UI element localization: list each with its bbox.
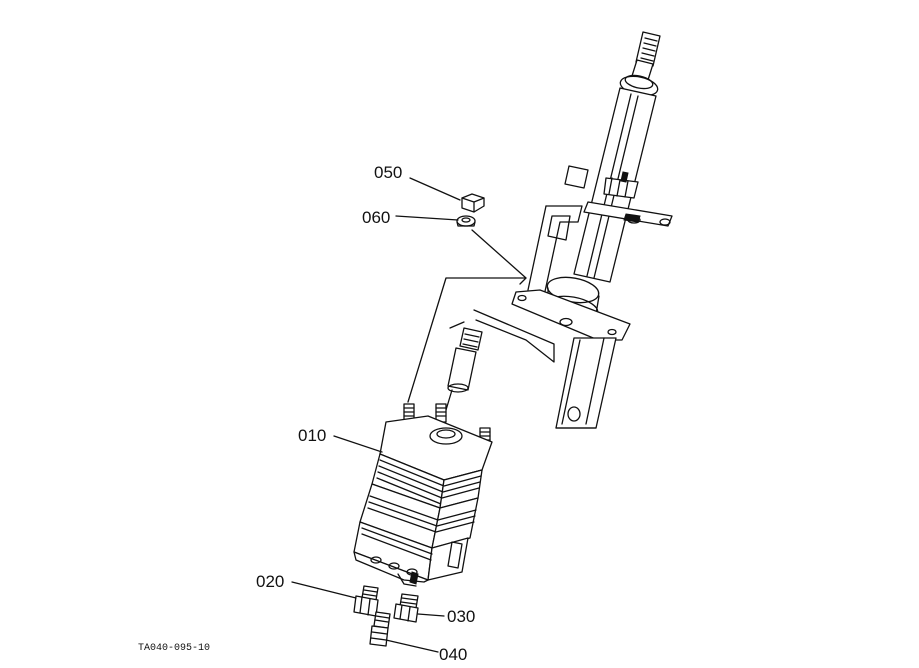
column-top-spline <box>631 31 661 81</box>
part-label-060: 060 <box>362 208 390 227</box>
leader-060 <box>395 215 459 221</box>
washer-060 <box>456 215 476 227</box>
drawing-reference-code: TA040-095-10 <box>138 643 210 654</box>
column-mount-bracket <box>511 205 631 429</box>
part-label-010: 010 <box>298 426 326 445</box>
part-label-020: 020 <box>256 572 284 591</box>
coupling-shaft <box>445 327 483 411</box>
fitting-030 <box>393 593 419 623</box>
fitting-040 <box>369 611 391 647</box>
part-label-040: 040 <box>439 645 467 664</box>
steering-unit-010 <box>353 403 493 587</box>
leader-030 <box>417 613 445 617</box>
leader-010 <box>333 435 383 453</box>
assembly-guide-lines <box>407 229 555 403</box>
leader-050 <box>409 177 461 201</box>
nut-050 <box>461 193 485 213</box>
leader-020 <box>291 581 357 599</box>
part-label-050: 050 <box>374 163 402 182</box>
fitting-020 <box>353 585 379 617</box>
steering-column <box>545 31 673 321</box>
leader-040 <box>385 639 439 653</box>
callout-leaders <box>291 177 461 653</box>
part-label-030: 030 <box>447 607 475 626</box>
